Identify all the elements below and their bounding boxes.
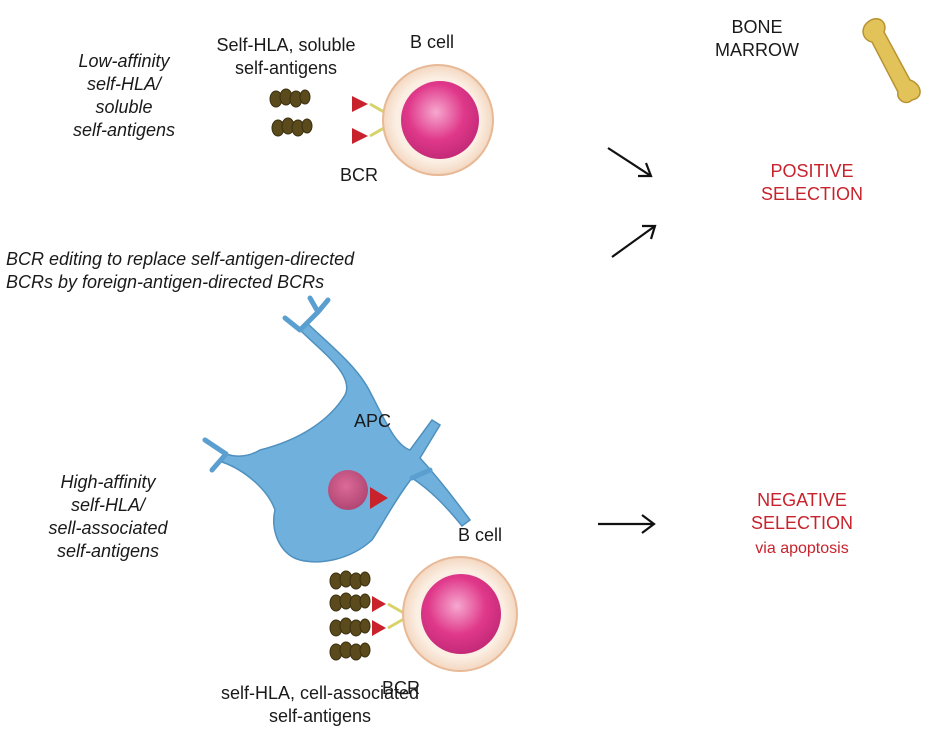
soluble-antigens-top: [269, 88, 313, 137]
receptor-triangle: [372, 596, 386, 612]
arrow-down-right-icon: [607, 147, 653, 178]
antigen-cluster: [329, 570, 371, 590]
bone-icon: [862, 18, 921, 104]
bottom-b-cell-label: B cell: [458, 525, 503, 545]
arrow-up-right-icon: [611, 224, 657, 258]
bone-marrow-label: BONE MARROW: [715, 17, 799, 60]
antigen-cluster: [271, 117, 313, 137]
apoptosis-label: via apoptosis: [755, 540, 849, 557]
top-b-cell-label: B cell: [410, 32, 455, 52]
top-antigen-label: Self-HLA, soluble self-antigens: [216, 35, 356, 78]
positive-selection-label: POSITIVE SELECTION: [760, 161, 864, 204]
apc-cell: [202, 295, 472, 563]
receptor-triangle: [372, 620, 386, 636]
antigen-cluster: [329, 617, 371, 637]
b-cell-bottom: [402, 556, 518, 672]
arrow-right-icon: [598, 514, 656, 534]
antigen-cluster: [269, 88, 311, 108]
bcr-receptors-top: [352, 96, 394, 144]
bottom-antigen-label: self-HLA, cell-associated self-antigens: [220, 683, 420, 726]
apc-receptor-triangle: [370, 487, 388, 509]
apc-label: APC: [354, 411, 392, 431]
cell-associated-antigens: [329, 570, 371, 661]
bottom-condition-label: High-affinity self-HLA/ sell-associated …: [48, 472, 168, 561]
bcr-editing-note: BCR editing to replace self-antigen-dire…: [6, 249, 355, 292]
receptor-triangle: [352, 96, 368, 112]
antigen-cluster: [329, 592, 371, 612]
negative-selection-label: NEGATIVE SELECTION: [750, 490, 854, 533]
bottom-bcr-label: BCR: [382, 678, 421, 698]
antigen-cluster: [329, 641, 371, 661]
receptor-triangle: [352, 128, 368, 144]
top-condition-label: Low-affinity self-HLA/ soluble self-anti…: [72, 51, 176, 140]
bcr-receptors-bottom: [372, 596, 411, 636]
b-cell-top: [382, 64, 494, 176]
top-bcr-label: BCR: [340, 165, 379, 185]
